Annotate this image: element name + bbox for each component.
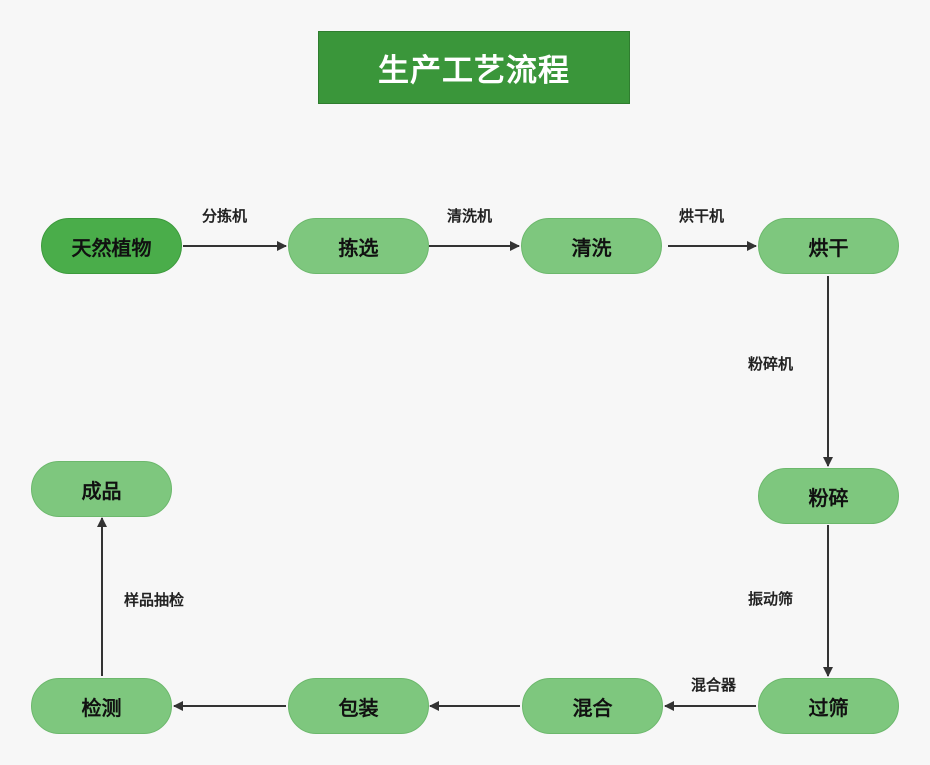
node-baozhuang: 包装 [288, 678, 429, 734]
edge-label-hunheqi: 混合器 [691, 676, 737, 694]
diagram-title: 生产工艺流程 [318, 31, 630, 104]
node-qingxi: 清洗 [521, 218, 662, 274]
node-jiance: 检测 [31, 678, 172, 734]
node-fensui: 粉碎 [758, 468, 899, 524]
node-guoshai: 过筛 [758, 678, 899, 734]
node-hunhe: 混合 [522, 678, 663, 734]
edge-label-fenjianji: 分拣机 [202, 207, 248, 225]
edge-label-hongganji: 烘干机 [679, 207, 725, 225]
edge-label-qingxiji: 清洗机 [447, 207, 493, 225]
edge-label-fensuiji: 粉碎机 [748, 355, 794, 373]
node-chengpin: 成品 [31, 461, 172, 517]
node-jianxuan: 拣选 [288, 218, 429, 274]
edge-label-yangpinchoujian: 样品抽检 [124, 591, 185, 609]
node-tianran-zhiwu: 天然植物 [41, 218, 182, 274]
node-honggan: 烘干 [758, 218, 899, 274]
edge-label-zhendongshai: 振动筛 [748, 590, 794, 608]
